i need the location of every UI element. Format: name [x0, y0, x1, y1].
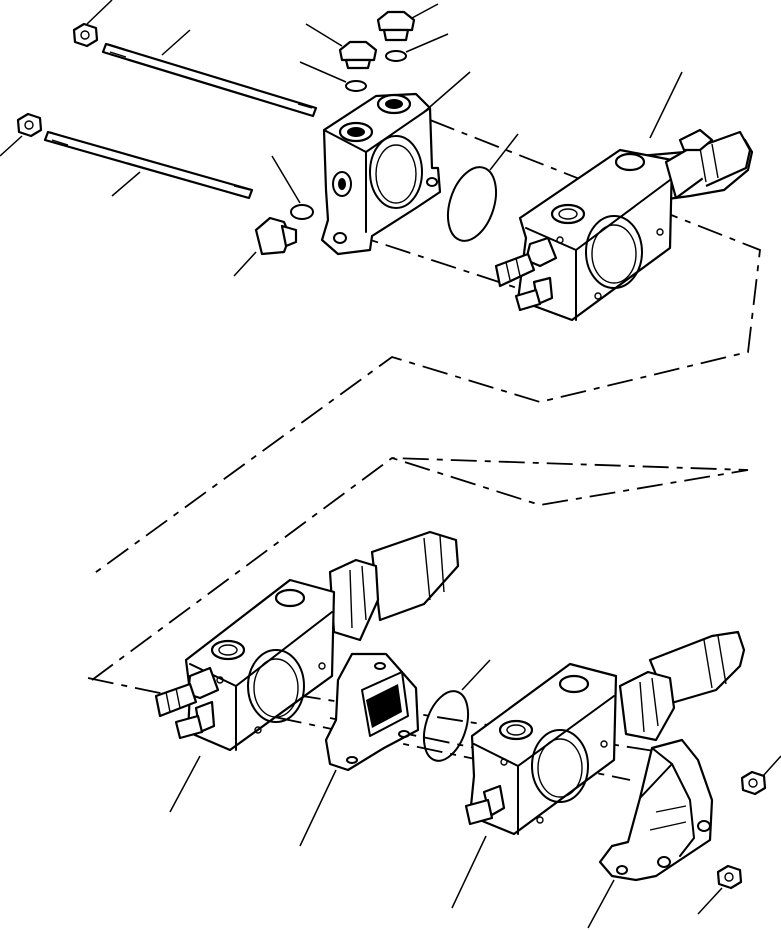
leader-valve-top — [649, 71, 683, 139]
seal-ring-top — [447, 166, 497, 242]
leader-valve-middle — [169, 755, 201, 813]
leader-plug-right — [411, 3, 439, 19]
valve-section-bottom — [464, 630, 746, 836]
outlet-cover — [598, 738, 714, 882]
nut-left — [16, 112, 43, 138]
leader-nut-bottom-right — [762, 755, 781, 777]
nut-top — [72, 22, 99, 48]
leader-outlet-cover — [587, 879, 615, 929]
seal-ring-middle — [422, 690, 470, 762]
leader-plug-center — [305, 23, 343, 47]
leader-oring-right — [405, 33, 449, 53]
leader-oring-center — [299, 61, 347, 83]
inlet-cover — [320, 92, 442, 256]
leader-plug-side — [233, 251, 257, 277]
leader-nut-top — [86, 0, 113, 25]
leader-inlet-cover — [423, 71, 471, 113]
valve-section-middle — [154, 530, 460, 752]
o-ring-right — [385, 50, 407, 62]
plug-side — [254, 216, 298, 256]
nut-bottom-right — [740, 770, 767, 796]
plug-top-center — [338, 40, 378, 70]
spacer-plate — [324, 652, 420, 772]
leader-spacer — [299, 769, 337, 847]
leader-nut-bottom — [697, 887, 723, 915]
nut-bottom — [716, 864, 743, 890]
leader-nut-left — [0, 135, 23, 157]
leader-rod-upper — [161, 29, 191, 56]
o-ring-center — [345, 80, 367, 92]
leader-oring-side — [271, 155, 301, 204]
leader-seal-top — [489, 133, 519, 171]
valve-section-top — [494, 128, 754, 322]
tie-rod-lower — [43, 130, 254, 200]
o-ring-side — [290, 204, 314, 220]
leader-valve-bottom — [451, 835, 487, 909]
plug-top-right — [376, 10, 416, 42]
leader-seal-middle — [461, 659, 491, 691]
leader-rod-lower — [111, 171, 141, 197]
tie-rod-upper — [101, 42, 318, 118]
